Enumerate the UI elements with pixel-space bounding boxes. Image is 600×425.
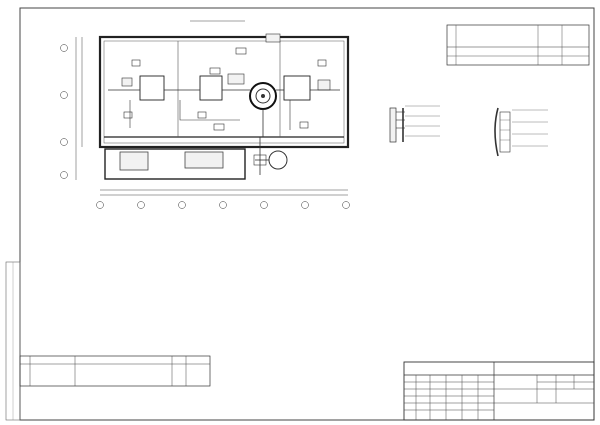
detail-node-1 [389, 105, 440, 143]
title-block [403, 361, 595, 421]
annex-room [104, 148, 246, 180]
equipment-unit [139, 75, 165, 101]
axis-bubble [60, 44, 68, 52]
tank [184, 151, 224, 169]
floor-plan [75, 33, 350, 196]
axis-bubble [60, 138, 68, 146]
axis-bubble [301, 201, 309, 209]
axis-bubble [342, 201, 350, 209]
equipment-unit [199, 75, 223, 101]
panel [317, 79, 331, 91]
axis-bubble [96, 201, 104, 209]
equipment-unit [283, 75, 311, 101]
outer-wall [98, 35, 350, 149]
panel [121, 77, 133, 87]
axis-markers [60, 44, 350, 209]
axis-bubble [137, 201, 145, 209]
axis-bubble [60, 91, 68, 99]
tank [119, 151, 149, 171]
spec-table [446, 24, 590, 66]
panel [227, 73, 245, 85]
axis-bubble [260, 201, 268, 209]
bottom-table [19, 355, 211, 387]
tank-round [268, 150, 288, 170]
sheet-frame [19, 7, 595, 421]
axis-bubble [178, 201, 186, 209]
axis-bubble [60, 171, 68, 179]
detail-node-2 [494, 107, 548, 157]
axis-bubble [219, 201, 227, 209]
